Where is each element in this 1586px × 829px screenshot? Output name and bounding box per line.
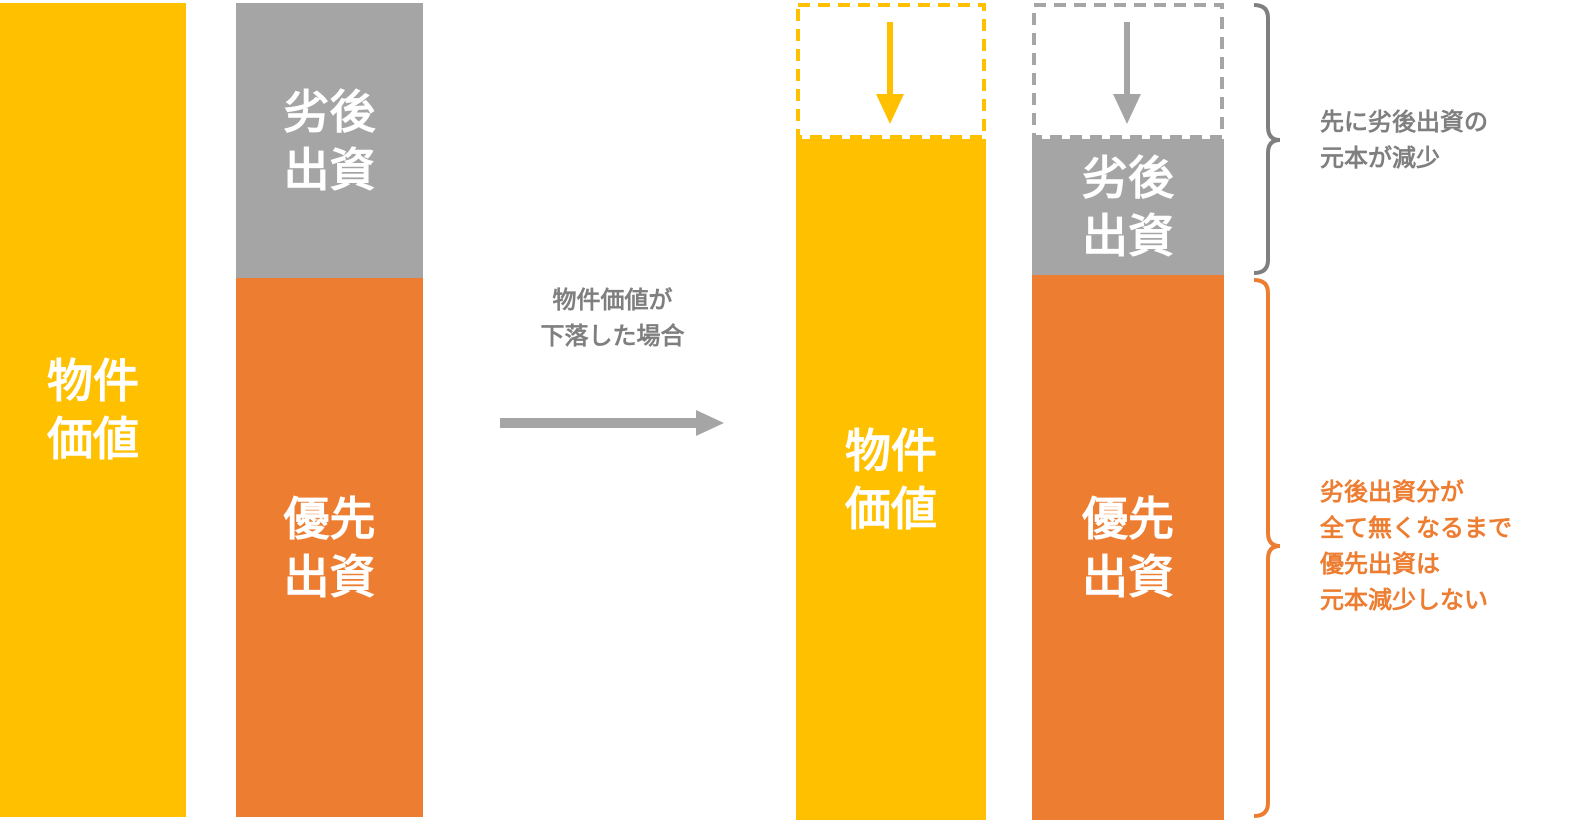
after-subordinate-label: 劣後 出資 [1082,151,1174,263]
subordinate-brace [1253,3,1281,275]
right-arrow-icon [500,410,724,436]
subordinate-down-arrow-icon [1113,22,1141,124]
senior-note: 劣後出資分が 全て無くなるまで 優先出資は 元本減少しない [1320,478,1512,614]
senior-brace [1253,278,1281,818]
before-property-block: 物件 価値 [0,3,186,817]
after-senior-label: 優先 出資 [1082,491,1174,604]
after-property-label: 物件 価値 [845,423,937,536]
subordinate-note: 先に劣後出資の 元本が減少 [1320,108,1488,172]
property-down-arrow-icon [876,22,904,124]
before-senior-label: 優先 出資 [283,491,376,604]
before-property-label: 物件 価値 [47,354,139,466]
before-subordinate-label: 劣後 出資 [283,84,376,197]
after-property-loss-box [796,3,986,139]
before-subordinate-block: 劣後 出資 [236,3,423,278]
after-property-block: 物件 価値 [796,139,986,820]
transition-label: 物件価値が 下落した場合 [540,286,685,350]
after-senior-block: 優先 出資 [1032,275,1224,820]
after-subordinate-block: 劣後 出資 [1032,139,1224,275]
before-senior-block: 優先 出資 [236,278,423,817]
